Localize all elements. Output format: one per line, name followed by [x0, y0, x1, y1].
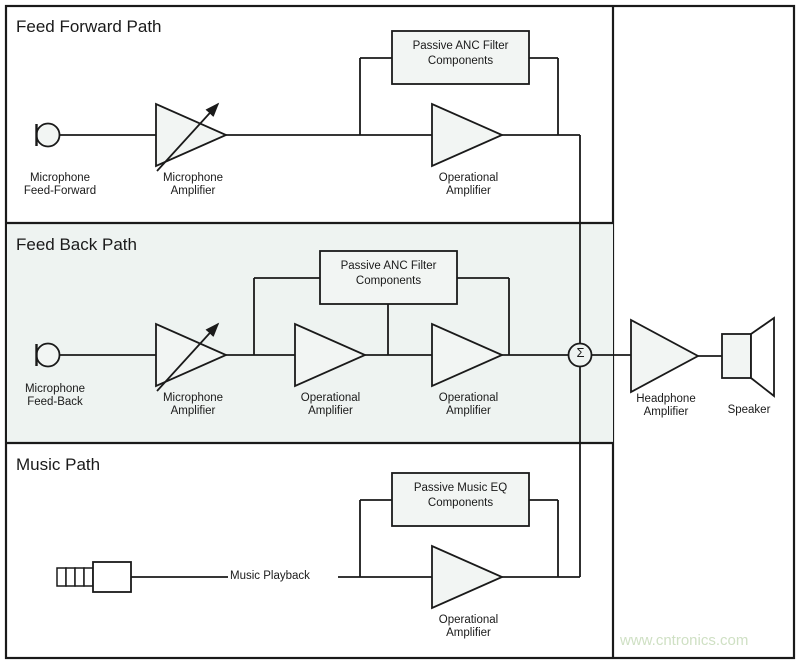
ff-microphone-amplifier-symbol: [155, 102, 229, 172]
label-fb-operational-amplifier-2: Operational Amplifier: [438, 392, 499, 418]
label-ff-operational-amplifier: Operational Amplifier: [438, 172, 499, 198]
label-fb-microphone-amplifier: Microphone Amplifier: [162, 392, 224, 418]
fb-operational-amplifier-1-symbol: [294, 322, 368, 388]
label-music-playback: Music Playback: [230, 570, 310, 582]
label-mic-feed-back: Microphone Feed-Back: [24, 383, 86, 409]
label-headphone-amplifier: Headphone Amplifier: [636, 393, 696, 419]
section-title-music: Music Path: [16, 455, 101, 474]
speaker-symbol: [721, 316, 775, 398]
mic-feed-forward-symbol: [35, 122, 61, 148]
label-ff-microphone-amplifier: Microphone Amplifier: [162, 172, 224, 198]
fb-operational-amplifier-2-symbol: [431, 322, 505, 388]
label-ff-passive-anc-filter: Passive ANC Filter Components: [412, 40, 509, 67]
section-title-feed-back: Feed Back Path: [16, 235, 137, 254]
label-speaker: Speaker: [727, 404, 771, 416]
mic-feed-back-symbol: [35, 342, 61, 368]
summing-node-symbol: Σ: [576, 345, 585, 360]
section-title-feed-forward: Feed Forward Path: [16, 17, 162, 36]
label-mic-feed-forward: Microphone Feed-Forward: [23, 172, 97, 198]
headphone-amplifier-symbol: [630, 318, 700, 394]
label-music-operational-amplifier: Operational Amplifier: [438, 614, 499, 640]
watermark: www.cntronics.com: [620, 632, 749, 649]
label-fb-operational-amplifier-1: Operational Amplifier: [300, 392, 361, 418]
music-operational-amplifier-symbol: [431, 544, 505, 610]
fb-passive-anc-filter-box: [319, 250, 458, 305]
label-fb-passive-anc-filter: Passive ANC Filter Components: [340, 260, 437, 287]
music-passive-eq-box: [391, 472, 530, 527]
fb-microphone-amplifier-symbol: [155, 322, 229, 392]
label-music-passive-eq: Passive Music EQ Components: [413, 482, 508, 509]
